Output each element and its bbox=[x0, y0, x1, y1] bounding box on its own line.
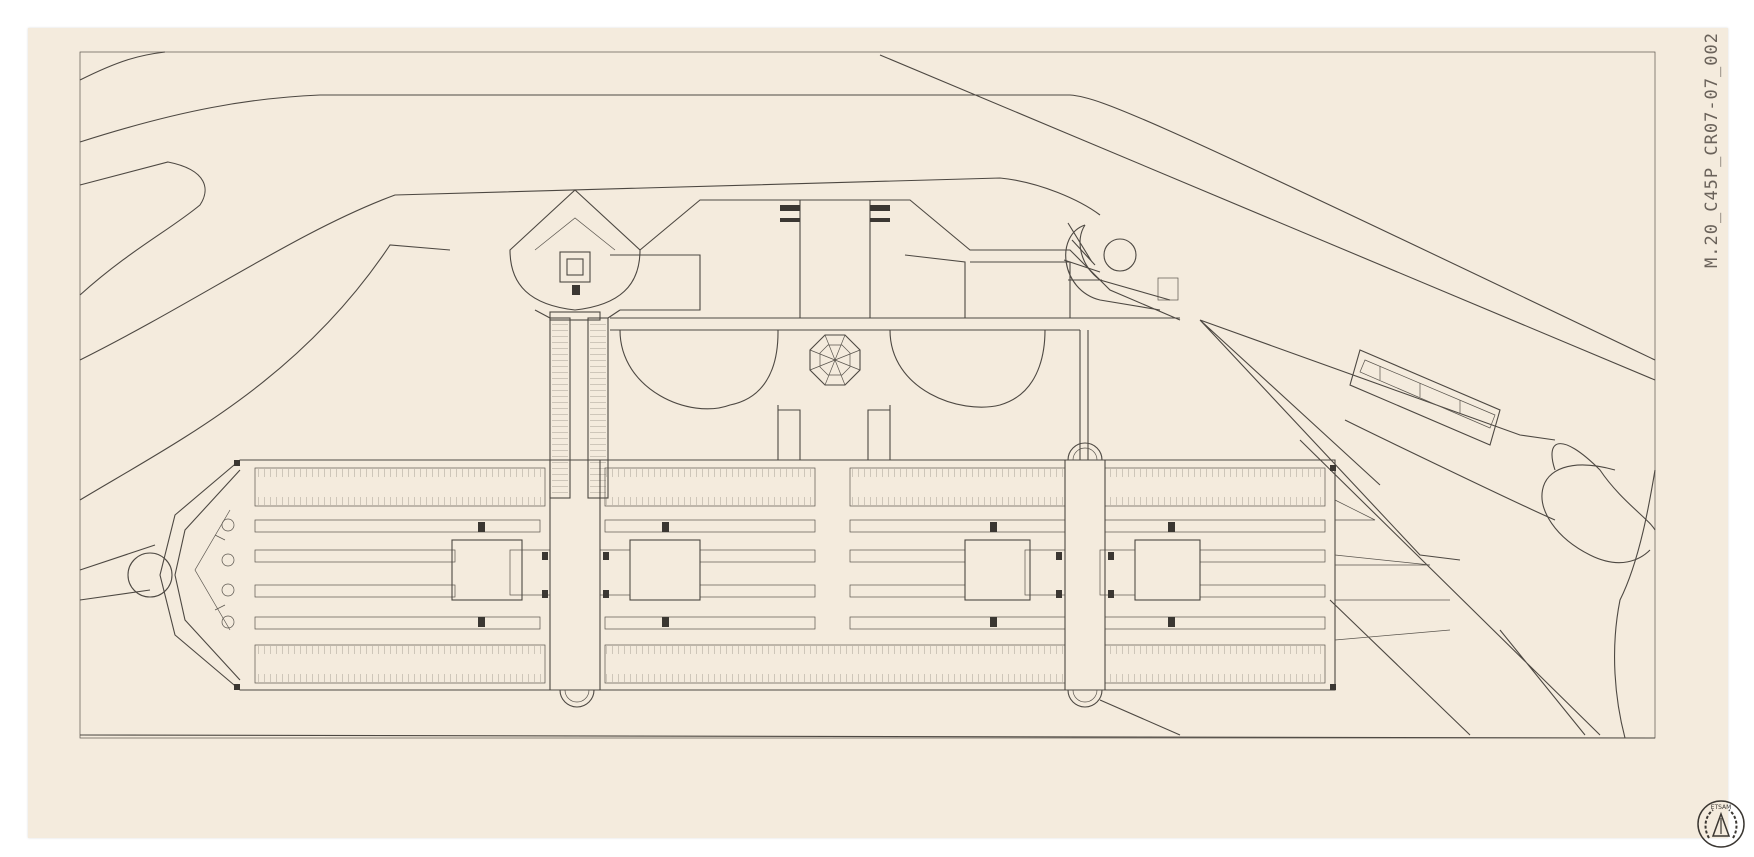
covered-stand bbox=[1349, 349, 1501, 446]
entrance-pavilion bbox=[509, 189, 641, 321]
access-bridge bbox=[549, 317, 609, 499]
svg-text:ETSAM: ETSAM bbox=[1711, 804, 1732, 811]
main-hall bbox=[127, 309, 1451, 708]
site-roads bbox=[79, 51, 1656, 739]
archive-code-label: M.20_C45P_CR07-07_002 bbox=[1702, 32, 1722, 268]
drawing-sheet bbox=[28, 28, 1728, 838]
drawing-frame bbox=[79, 51, 1656, 739]
archive-seal-logo: ETSAM bbox=[1697, 800, 1745, 848]
octagonal-kiosk bbox=[809, 334, 861, 386]
central-gardens bbox=[610, 199, 1181, 460]
amphitheatre bbox=[1063, 222, 1179, 311]
